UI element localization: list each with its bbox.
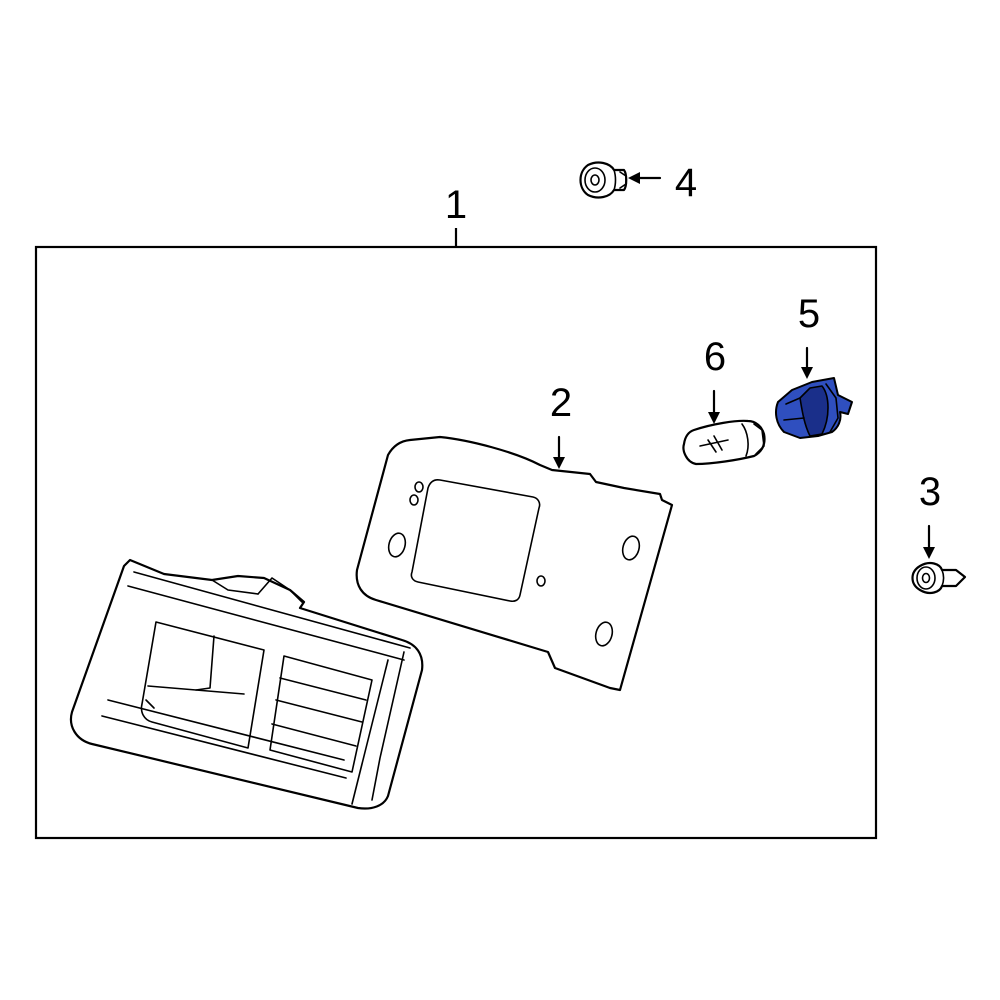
callout-5-label[interactable]: 5 — [798, 292, 820, 336]
callout-6-arrow — [708, 389, 720, 424]
callout-4-arrow — [628, 172, 662, 184]
callout-5-arrow — [801, 346, 813, 379]
retainer-clip-part-4[interactable] — [579, 161, 628, 199]
bulb-socket-part-5[interactable] — [775, 377, 853, 439]
screw-part-3[interactable] — [911, 561, 967, 595]
callout-3-arrow — [923, 524, 935, 559]
callout-3-label[interactable]: 3 — [919, 470, 941, 514]
mounting-plate-part-2[interactable] — [355, 435, 674, 692]
callout-1-label[interactable]: 1 — [445, 183, 467, 227]
bulb-part-6[interactable] — [682, 419, 766, 466]
callout-4-label[interactable]: 4 — [675, 161, 697, 205]
callout-2-arrow — [553, 435, 565, 469]
callout-6-label[interactable]: 6 — [704, 335, 726, 379]
callout-2-label[interactable]: 2 — [550, 381, 572, 425]
lamp-housing — [69, 558, 424, 810]
